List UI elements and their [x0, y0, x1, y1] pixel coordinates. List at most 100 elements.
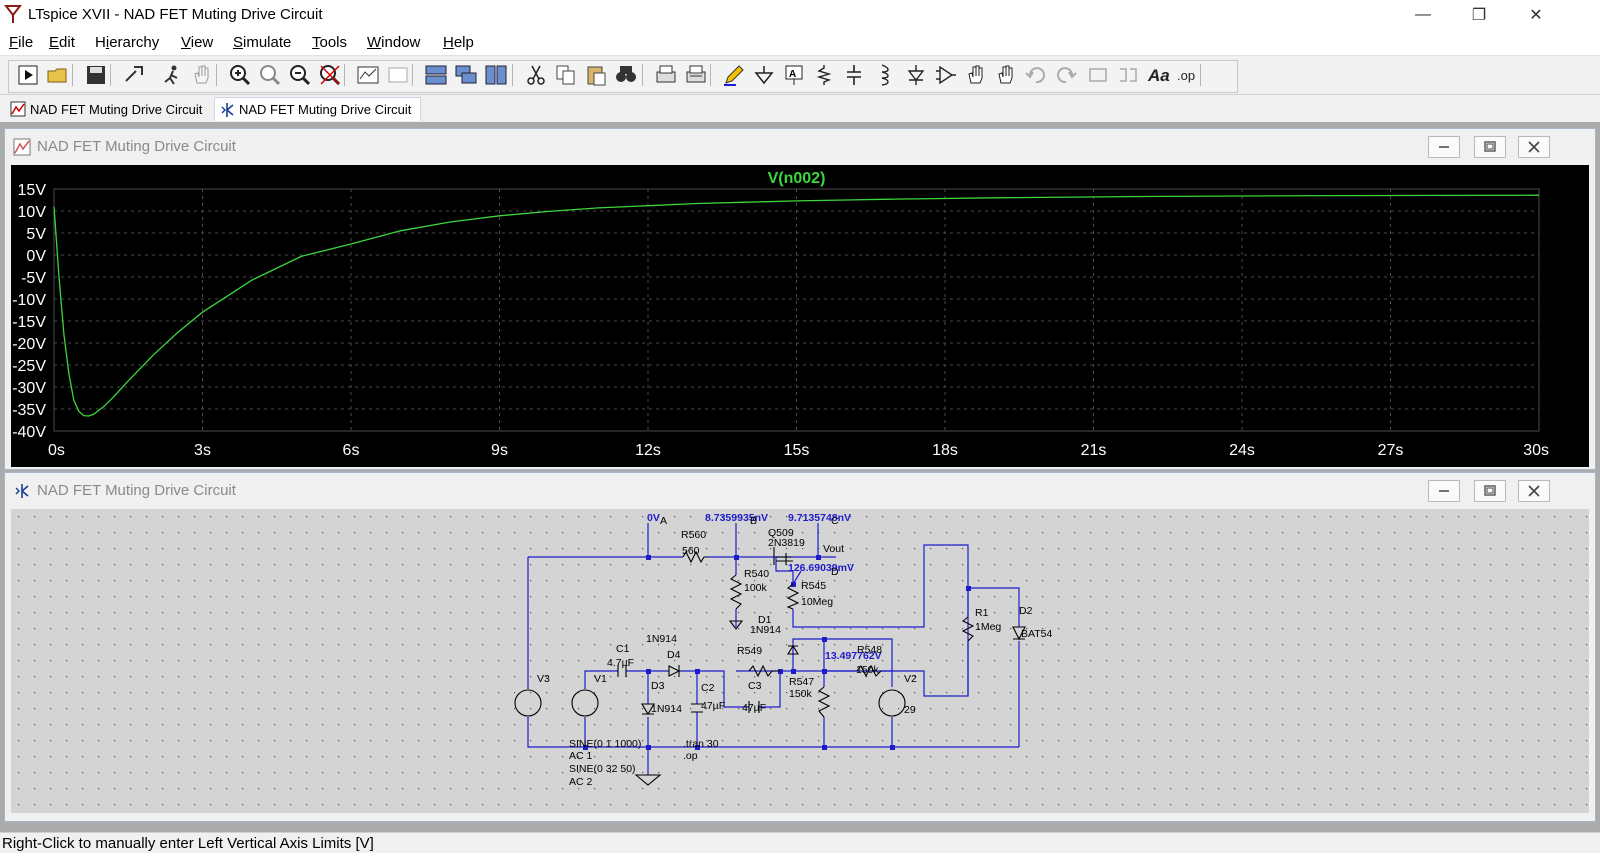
schematic-label[interactable]: C	[831, 515, 839, 527]
x-tick-label[interactable]: 12s	[635, 442, 661, 459]
schematic-label[interactable]: 100k	[744, 582, 768, 594]
y-tick-label[interactable]: -25V	[12, 358, 46, 375]
menu-hierarchy[interactable]: Hierarchy	[95, 34, 160, 51]
schematic-label[interactable]: 1Meg	[975, 621, 1001, 633]
y-tick-label[interactable]: -15V	[12, 314, 46, 331]
y-tick-label[interactable]: -20V	[12, 336, 46, 353]
schematic-label[interactable]: Q509	[768, 527, 794, 539]
schematic-label[interactable]: D3	[651, 680, 665, 692]
schematic-label[interactable]: C2	[701, 682, 715, 694]
schematic-label[interactable]: B	[750, 515, 757, 527]
schematic-label[interactable]: 150k	[856, 664, 880, 676]
x-tick-label[interactable]: 27s	[1378, 442, 1404, 459]
label-button[interactable]: A	[782, 63, 806, 87]
print-preview-button[interactable]	[654, 63, 678, 87]
schematic-label[interactable]: 126.69039mV	[788, 562, 854, 574]
redo-button[interactable]	[1054, 63, 1078, 87]
menu-file[interactable]: File	[9, 34, 34, 51]
y-tick-label[interactable]: -5V	[21, 270, 46, 287]
mirror-button[interactable]	[1116, 63, 1140, 87]
y-tick-label[interactable]: -10V	[12, 292, 46, 309]
pencil-button[interactable]	[722, 63, 746, 87]
trace-label-vn002[interactable]: V(n002)	[768, 170, 826, 187]
menu-tools[interactable]: Tools	[312, 34, 348, 51]
schematic-label[interactable]: 47µF	[701, 700, 725, 712]
schematic-label[interactable]: V3	[537, 673, 550, 685]
schematic-label[interactable]: .op	[683, 750, 698, 762]
tab-waveform[interactable]: NAD FET Muting Drive Circuit	[6, 97, 211, 121]
child-close-button[interactable]	[1518, 480, 1550, 502]
y-tick-label[interactable]: -40V	[12, 424, 46, 441]
find-button[interactable]	[614, 63, 638, 87]
x-tick-label[interactable]: 21s	[1081, 442, 1107, 459]
schematic-label[interactable]: 2N3819	[768, 537, 805, 549]
child-minimize-button[interactable]	[1428, 136, 1460, 158]
menu-window[interactable]: Window	[367, 34, 421, 51]
schematic-label[interactable]: R547	[789, 676, 814, 688]
schematic-label[interactable]: .tran 30	[683, 738, 719, 750]
schematic-label[interactable]: 13.497762V	[825, 650, 882, 662]
zoom-in-button[interactable]	[228, 63, 252, 87]
schematic-label[interactable]: D2	[1019, 605, 1033, 617]
zoom-out-area-button[interactable]	[258, 63, 282, 87]
x-tick-label[interactable]: 30s	[1523, 442, 1549, 459]
schematic-label[interactable]: 29	[904, 704, 916, 716]
schematic-label[interactable]: 47µF	[742, 702, 766, 714]
schematic-label[interactable]: 560	[682, 545, 700, 557]
inductor-button[interactable]	[872, 63, 896, 87]
close-button[interactable]: ✕	[1529, 7, 1543, 24]
text-button[interactable]: Aa	[1146, 63, 1170, 87]
y-tick-label[interactable]: 10V	[18, 204, 47, 221]
schematic-label[interactable]: R560	[681, 529, 706, 541]
schematic-label[interactable]: D1	[758, 614, 772, 626]
run-sim-button[interactable]	[160, 63, 184, 87]
x-tick-label[interactable]: 9s	[491, 442, 508, 459]
schematic-label[interactable]: SINE(0 32 50)	[569, 763, 636, 775]
y-tick-label[interactable]: 5V	[26, 226, 46, 243]
copy-button[interactable]	[554, 63, 578, 87]
x-tick-label[interactable]: 18s	[932, 442, 958, 459]
schematic-label[interactable]: 9.7135748nV	[788, 512, 851, 524]
capacitor-button[interactable]	[842, 63, 866, 87]
schematic-label[interactable]: 10Meg	[801, 596, 833, 608]
x-tick-label[interactable]: 15s	[784, 442, 810, 459]
menu-edit[interactable]: Edit	[49, 34, 75, 51]
schematic-label[interactable]: A	[660, 515, 667, 527]
y-tick-label[interactable]: 0V	[26, 248, 46, 265]
schematic-label[interactable]: SINE(0 1 1000)	[569, 738, 641, 750]
schematic-label[interactable]: 4.7µF	[607, 657, 634, 669]
ground-button[interactable]	[752, 63, 776, 87]
tile-horizontal-button[interactable]	[424, 63, 448, 87]
schematic-label[interactable]: R548	[857, 644, 882, 656]
x-tick-label[interactable]: 24s	[1229, 442, 1255, 459]
schematic-label[interactable]: C1	[616, 643, 630, 655]
x-tick-label[interactable]: 0s	[48, 442, 65, 459]
spice-directive-button[interactable]: .op	[1176, 63, 1200, 87]
schematic-label[interactable]: BAT54	[1021, 628, 1052, 640]
cascade-button[interactable]	[454, 63, 478, 87]
schematic-label[interactable]: 8.7359935nV	[705, 512, 768, 524]
restore-button[interactable]: ❐	[1471, 7, 1487, 24]
schematic-label[interactable]: 0V	[647, 512, 660, 524]
schematic-label[interactable]: Vout	[823, 543, 844, 555]
autorange-button[interactable]	[356, 63, 380, 87]
schematic-label[interactable]: 1N914	[651, 703, 682, 715]
schematic-label[interactable]: AC 1	[569, 750, 593, 762]
schematic-label[interactable]: C3	[748, 680, 762, 692]
menu-help[interactable]: Help	[443, 34, 474, 51]
y-tick-label[interactable]: 15V	[18, 182, 47, 199]
schematic-label[interactable]: 1N914	[646, 633, 677, 645]
print-button[interactable]	[684, 63, 708, 87]
x-tick-label[interactable]: 6s	[343, 442, 360, 459]
waveform-chart[interactable]: 15V10V5V0V-5V-10V-15V-20V-25V-30V-35V-40…	[11, 165, 1589, 467]
schematic-label[interactable]: V2	[904, 673, 917, 685]
save-button[interactable]	[84, 63, 108, 87]
move-button[interactable]	[964, 63, 988, 87]
schematic-label[interactable]: D4	[667, 649, 681, 661]
menu-simulate[interactable]: Simulate	[233, 34, 292, 51]
zoom-fit-button[interactable]	[318, 63, 342, 87]
schematic-window[interactable]: NAD FET Muting Drive Circuit	[4, 472, 1596, 822]
